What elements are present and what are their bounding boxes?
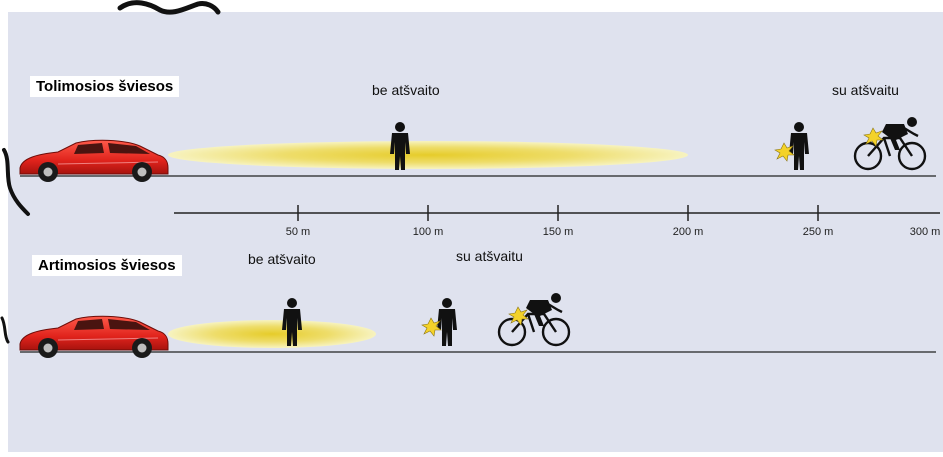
low-beam-no-reflector-label: be atšvaito (248, 251, 316, 267)
distance-ticks (297, 205, 819, 221)
high-beam-no-reflector-label: be atšvaito (372, 82, 440, 98)
cyclist-icon (853, 115, 927, 171)
distance-tick-label: 100 m (412, 226, 444, 238)
pen-stroke-top (117, 0, 221, 15)
pedestrian-icon (437, 298, 457, 346)
high-beam-title: Tolimosios šviesos (30, 76, 180, 97)
distance-tick-label: 200 m (672, 226, 704, 238)
handwritten-marks (0, 0, 221, 344)
cyclist-icon (497, 291, 571, 347)
distance-tick-label: 250 m (802, 226, 834, 238)
pen-stroke-left-lower (0, 316, 10, 344)
distance-tick-label: 300 m (909, 226, 941, 238)
low-beam-title: Artimosios šviesos (32, 255, 182, 276)
high-beam-with-reflector-label: su atšvaitu (832, 82, 899, 98)
low-beam-with-reflector-label: su atšvaitu (456, 248, 523, 264)
low-beam-light-cone (168, 320, 376, 348)
pen-stroke-left-upper (2, 148, 30, 216)
distance-tick-label: 150 m (542, 226, 574, 238)
high-beam-light-cone (168, 141, 688, 169)
distance-tick-label: 50 m (285, 226, 311, 238)
pedestrian-icon (789, 122, 809, 170)
